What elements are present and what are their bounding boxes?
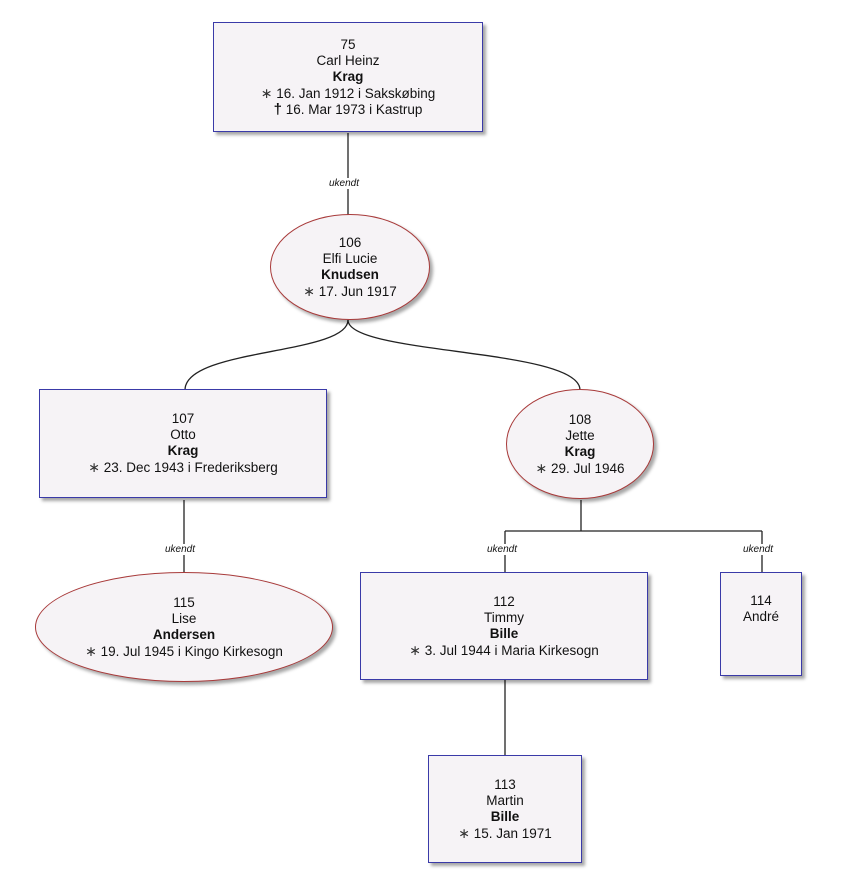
person-birth: 23. Dec 1943 i Frederiksberg [103, 460, 278, 475]
birth-icon: ∗ [260, 84, 273, 101]
person-birth: 3. Jul 1944 i Maria Kirkesogn [424, 642, 599, 658]
person-id: 112 [493, 593, 515, 609]
person-birth: 15. Jan 1971 [473, 825, 552, 841]
relation-label-108-114: ukendt [742, 544, 775, 555]
death-cross-icon: † [273, 100, 282, 118]
person-surname: Krag [332, 68, 364, 84]
person-birth-row: ∗ 29. Jul 1946 [535, 460, 624, 477]
person-surname: Krag [564, 443, 596, 459]
person-id: 115 [173, 594, 195, 610]
person-given-name: Lise [171, 610, 197, 626]
person-id: 114 [750, 593, 772, 608]
connector-106-108 [347, 319, 581, 391]
person-given-name: Otto [170, 427, 196, 442]
birth-icon: ∗ [85, 642, 97, 659]
person-given-name: Elfi Lucie [322, 250, 378, 266]
person-box-112[interactable]: 112 Timmy Bille ∗ 3. Jul 1944 i Maria Ki… [360, 572, 648, 680]
person-surname: Knudsen [321, 266, 379, 282]
person-birth: 16. Jan 1912 i Sakskøbing [276, 85, 436, 101]
connector-108-branch [504, 500, 763, 572]
relation-label-108-112: ukendt [486, 544, 519, 555]
person-box-114[interactable]: 114 André [720, 572, 802, 676]
connector-106-107 [184, 319, 349, 391]
birth-icon: ∗ [535, 459, 548, 476]
person-death: 16. Mar 1973 i Kastrup [285, 101, 423, 117]
person-id: 106 [338, 234, 362, 250]
birth-icon: ∗ [409, 641, 421, 658]
person-death-row: † 16. Mar 1973 i Kastrup [273, 100, 423, 118]
person-birth: 19. Jul 1945 i Kingo Kirkesogn [100, 643, 283, 659]
person-given-name: Jette [565, 427, 595, 443]
person-birth-row: ∗ 15. Jan 1971 [458, 825, 552, 842]
person-box-75[interactable]: 75 Carl Heinz Krag ∗ 16. Jan 1912 i Saks… [213, 22, 483, 132]
birth-icon: ∗ [458, 824, 470, 841]
person-given-name: Timmy [484, 609, 524, 625]
person-id: 107 [171, 411, 195, 426]
person-birth-row: ∗ 3. Jul 1944 i Maria Kirkesogn [409, 642, 599, 659]
person-birth-row: ∗ 17. Jun 1917 [303, 283, 397, 300]
person-surname: Bille [489, 625, 519, 641]
person-id: 75 [340, 36, 356, 52]
person-birth-row: ∗ 16. Jan 1912 i Sakskøbing [261, 85, 436, 102]
person-id: 108 [568, 411, 592, 427]
person-birth-row: ∗ 19. Jul 1945 i Kingo Kirkesogn [85, 643, 283, 660]
person-id: 113 [494, 776, 516, 792]
relation-label-75-106: ukendt [328, 178, 361, 189]
birth-icon: ∗ [303, 282, 315, 299]
relation-label-107-115: ukendt [164, 544, 197, 555]
birth-icon: ∗ [88, 459, 100, 475]
person-surname: Andersen [152, 626, 216, 642]
person-given-name: Carl Heinz [316, 52, 380, 68]
person-surname: Krag [167, 443, 199, 458]
person-birth: 29. Jul 1946 [550, 460, 625, 476]
person-given-name: Martin [486, 792, 524, 808]
person-oval-106[interactable]: 106 Elfi Lucie Knudsen ∗ 17. Jun 1917 [270, 214, 430, 320]
person-oval-108[interactable]: 108 Jette Krag ∗ 29. Jul 1946 [506, 389, 654, 499]
person-box-113[interactable]: 113 Martin Bille ∗ 15. Jan 1971 [428, 755, 582, 863]
person-given-name: André [742, 609, 780, 624]
person-surname: Bille [490, 808, 520, 824]
person-box-107[interactable]: 107 Otto Krag ∗ 23. Dec 1943 i Frederiks… [39, 389, 327, 498]
person-birth: 17. Jun 1917 [318, 283, 397, 299]
person-oval-115[interactable]: 115 Lise Andersen ∗ 19. Jul 1945 i Kingo… [35, 572, 333, 682]
person-birth-row: ∗ 23. Dec 1943 i Frederiksberg [88, 459, 278, 476]
